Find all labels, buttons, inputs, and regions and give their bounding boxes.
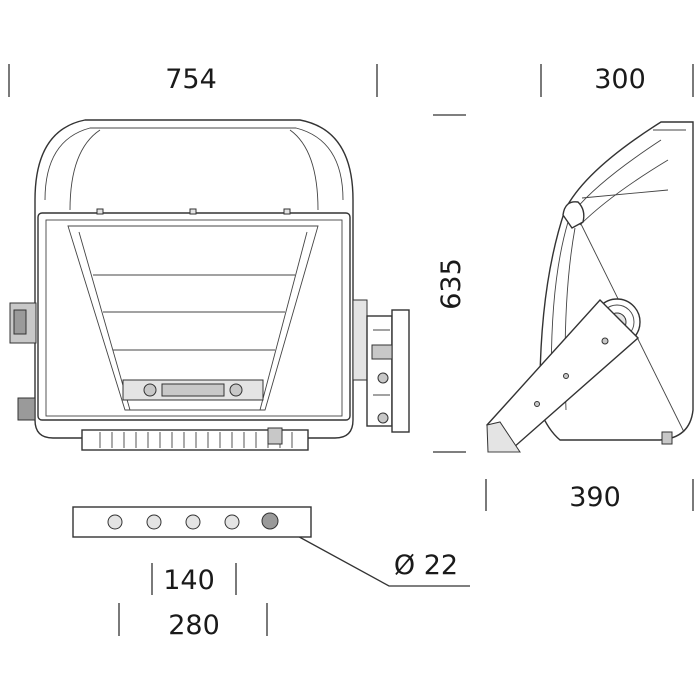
side-length-label: 390 xyxy=(569,482,621,513)
hole-diameter-label: Ø 22 xyxy=(394,550,458,581)
front-width-label: 754 xyxy=(165,64,217,95)
height-label: 635 xyxy=(436,258,467,310)
hole-spacing-label: 140 xyxy=(163,565,215,596)
dimension-lines xyxy=(8,64,694,636)
side-depth-label: 300 xyxy=(594,64,646,95)
hole-span-label: 280 xyxy=(168,610,220,641)
hole-plate xyxy=(72,506,312,538)
front-view xyxy=(9,119,410,451)
side-view xyxy=(486,121,694,453)
